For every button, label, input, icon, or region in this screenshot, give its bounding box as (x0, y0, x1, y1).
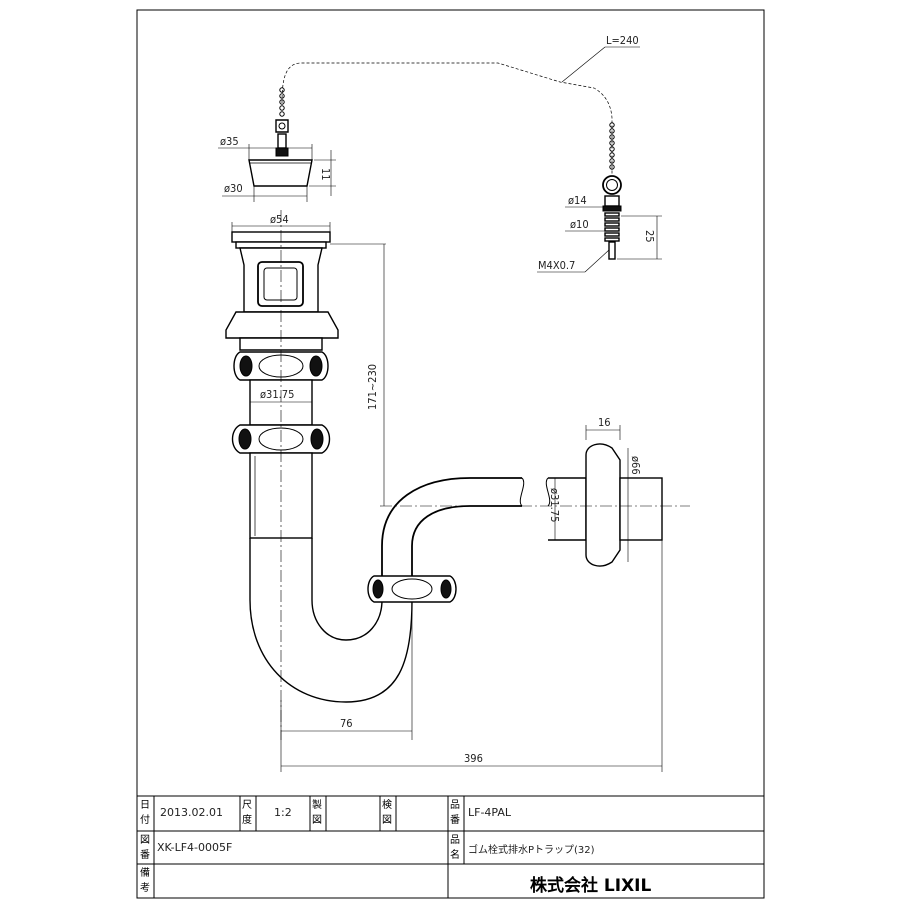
anchor-length: 25 (643, 230, 656, 243)
drop-range: 171~230 (366, 364, 379, 410)
wall-flange-dia: ø66 (629, 456, 642, 475)
stopper-top-dia: ø35 (220, 135, 239, 148)
chain-links-left (279, 87, 285, 117)
name-label: 品名 (450, 835, 460, 861)
part-no-label: 品番 (450, 800, 460, 826)
drain-body: ø54 ø31.75 (225, 213, 339, 539)
part-no-value: LF-4PAL (468, 806, 512, 819)
thread-spec: M4X0.7 (538, 259, 575, 272)
trap-offset: 76 (340, 717, 353, 730)
shank-dia: ø10 (570, 218, 589, 231)
stopper-bottom-dia: ø30 (224, 182, 243, 195)
remarks-label: 備考 (140, 868, 150, 894)
p-trap: ø31.75 16 ø66 (249, 416, 663, 703)
rubber-stopper: ø35 ø30 11 (218, 119, 336, 202)
chain: L=240 (279, 34, 640, 175)
drawing-no-value: XK-LF4-0005F (157, 841, 233, 854)
trap-nut (367, 575, 457, 603)
company-logo: 株式会社 LIXIL (530, 876, 652, 896)
checked-label: 検図 (382, 800, 392, 826)
flange-dia: ø54 (270, 213, 289, 226)
drawn-label: 製図 (312, 800, 322, 826)
scale-value: 1:2 (274, 806, 292, 819)
ring-dia: ø14 (568, 194, 587, 207)
stopper-height: 11 (319, 168, 332, 181)
tailpiece-dia: ø31.75 (260, 388, 294, 401)
chain-links-right (609, 122, 615, 170)
wall-flange-depth: 16 (598, 416, 611, 429)
drawing-no-label: 図番 (140, 835, 150, 861)
title-block (136, 795, 765, 899)
offset-dimension: 76 (280, 604, 413, 740)
scale-label: 尺度 (242, 800, 252, 826)
drop-dimension: 171~230 (330, 243, 386, 506)
overall-length: 396 (464, 752, 483, 765)
chain-anchor: ø14 ø10 M4X0.7 25 (537, 175, 662, 273)
overall-dimension: 396 (280, 540, 663, 772)
name-value: ゴム栓式排水Pトラップ(32) (468, 845, 595, 856)
chain-length-label: L=240 (606, 34, 639, 47)
outlet-dia: ø31.75 (548, 488, 561, 522)
date-label: 日付 (140, 800, 150, 826)
date-value: 2013.02.01 (160, 806, 223, 819)
